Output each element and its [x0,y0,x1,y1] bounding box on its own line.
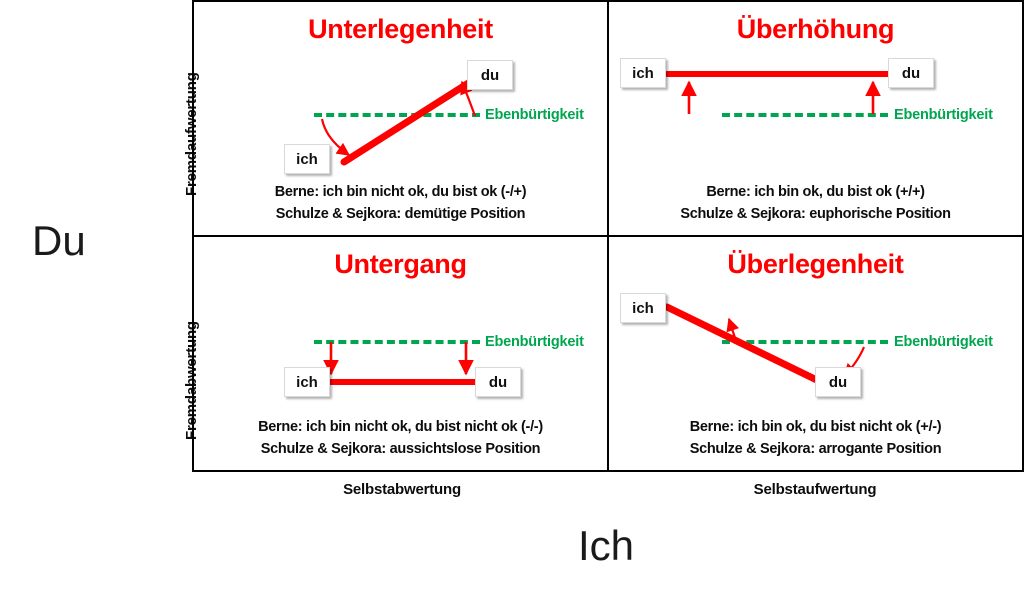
quadrant-title: Untergang [334,249,467,279]
quadrant-schulze-text: Schulze & Sejkora: aussichtslose Positio… [260,441,541,457]
equality-dashed-line [722,113,888,117]
person-box-ich: ich [620,293,666,323]
axis-label-ich: Ich [578,522,635,569]
quadrant-ueberhoehung: Überhöhung Ebenbürtigkeit ich du Berne: … [607,0,1024,237]
quadrant-berne-text: Berne: ich bin nicht ok, du bist ok (-/+… [274,184,527,200]
quadrant-schulze-text: Schulze & Sejkora: demütige Position [275,206,526,222]
quadrant-schulze-text: Schulze & Sejkora: euphorische Position [680,206,951,222]
equality-label: Ebenbürtigkeit [485,107,584,123]
axis-label-selbstaufwertung: Selbstaufwertung [753,481,877,498]
person-box-ich: ich [284,367,330,397]
person-box-du: du [815,367,861,397]
quadrant-berne-text: Berne: ich bin ok, du bist ok (+/+) [706,184,925,200]
person-box-ich: ich [284,144,330,174]
quadrant-title: Überhöhung [736,14,895,44]
person-box-du: du [475,367,521,397]
equality-label: Ebenbürtigkeit [485,334,584,350]
axis-label-selbstabwertung: Selbstabwertung [343,481,461,498]
quadrant-berne-text: Berne: ich bin ok, du bist nicht ok (+/-… [689,419,942,435]
quadrant-schulze-text: Schulze & Sejkora: arrogante Position [689,441,942,457]
person-box-du: du [888,58,934,88]
equality-label: Ebenbürtigkeit [894,334,993,350]
quadrant-ueberlegenheit: Überlegenheit Ebenbürtigkeit ich du Bern… [607,235,1024,472]
quadrant-berne-text: Berne: ich bin nicht ok, du bist nicht o… [258,419,543,435]
quadrant-grid: Unterlegenheit Ebenbürtigkeit ich du Ber… [192,0,1024,472]
equality-dashed-line [314,113,480,117]
equality-dashed-line [722,340,888,344]
axis-label-du: Du [32,217,86,264]
person-box-du: du [467,60,513,90]
quadrant-title: Unterlegenheit [308,14,493,44]
quadrant-title: Überlegenheit [727,249,904,279]
equality-dashed-line [314,340,480,344]
person-box-ich: ich [620,58,666,88]
quadrant-unterlegenheit: Unterlegenheit Ebenbürtigkeit ich du Ber… [192,0,609,237]
quadrant-untergang: Untergang Ebenbürtigkeit ich du Berne: i… [192,235,609,472]
equality-label: Ebenbürtigkeit [894,107,993,123]
